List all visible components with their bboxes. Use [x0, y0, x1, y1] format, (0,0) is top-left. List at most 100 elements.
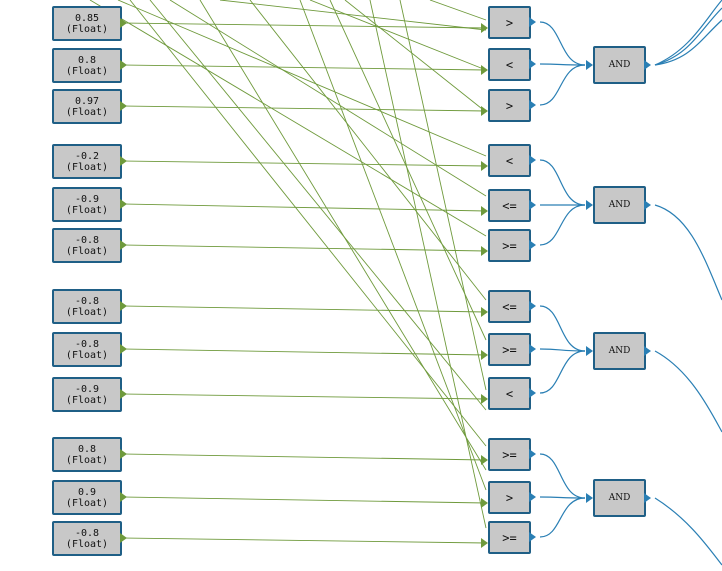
constant-type: (Float) [65, 245, 109, 257]
constant-node[interactable]: -0.8(Float) [52, 228, 127, 263]
comparator-node[interactable]: < [481, 377, 536, 410]
comparator-operator: < [505, 386, 514, 401]
input-wire [219, 0, 487, 31]
output-port[interactable] [529, 17, 536, 27]
output-port[interactable] [529, 449, 536, 459]
output-port[interactable] [120, 60, 127, 70]
comparator-node[interactable]: > [481, 6, 536, 39]
value-wire [123, 496, 487, 504]
output-port[interactable] [120, 492, 127, 502]
input-wire [329, 0, 487, 341]
constant-node[interactable]: 0.97(Float) [52, 89, 127, 124]
constant-value: 0.97 [74, 95, 100, 107]
output-port[interactable] [120, 344, 127, 354]
constant-node[interactable]: 0.8(Float) [52, 48, 127, 83]
output-port[interactable] [529, 388, 536, 398]
comparator-wire [539, 63, 586, 66]
comparator-operator: < [505, 153, 514, 168]
input-port[interactable] [481, 161, 488, 171]
input-port[interactable] [481, 394, 488, 404]
constant-type: (Float) [65, 497, 109, 509]
input-port[interactable] [586, 60, 593, 70]
output-port[interactable] [529, 240, 536, 250]
comparator-node[interactable]: < [481, 48, 536, 81]
output-port[interactable] [529, 59, 536, 69]
input-port[interactable] [481, 65, 488, 75]
value-wire [123, 105, 487, 112]
constant-value: -0.8 [74, 527, 100, 539]
output-port[interactable] [529, 200, 536, 210]
input-port[interactable] [481, 455, 488, 465]
comparator-wire [539, 204, 586, 246]
constant-node[interactable]: -0.8(Float) [52, 289, 127, 324]
input-port[interactable] [586, 346, 593, 356]
output-port[interactable] [120, 101, 127, 111]
comparator-node[interactable]: > [481, 481, 536, 514]
output-port[interactable] [529, 492, 536, 502]
constant-node[interactable]: 0.85(Float) [52, 6, 127, 41]
comparator-operator: <= [502, 198, 517, 213]
output-port[interactable] [529, 344, 536, 354]
comparator-operator: >= [502, 530, 517, 545]
output-port[interactable] [120, 199, 127, 209]
input-wire [344, 0, 487, 113]
comparator-node[interactable]: >= [481, 333, 536, 366]
and-gate-node[interactable]: AND [586, 186, 651, 224]
gate-output-wire [654, 204, 722, 301]
input-port[interactable] [481, 23, 488, 33]
comparator-node[interactable]: > [481, 89, 536, 122]
comparator-wire [539, 350, 586, 394]
input-port[interactable] [481, 350, 488, 360]
comparator-operator: > [505, 15, 514, 30]
input-port[interactable] [586, 493, 593, 503]
constant-value: -0.2 [74, 150, 100, 162]
output-port[interactable] [644, 346, 651, 356]
output-port[interactable] [644, 493, 651, 503]
output-port[interactable] [529, 100, 536, 110]
input-port[interactable] [481, 307, 488, 317]
comparator-node[interactable]: <= [481, 189, 536, 222]
constant-node[interactable]: 0.8(Float) [52, 437, 127, 472]
constant-type: (Float) [65, 23, 109, 35]
constant-type: (Float) [65, 454, 109, 466]
value-wire [123, 348, 487, 356]
input-port[interactable] [586, 200, 593, 210]
input-wire [199, 0, 487, 471]
output-port[interactable] [120, 301, 127, 311]
constant-node[interactable]: -0.8(Float) [52, 521, 127, 556]
output-port[interactable] [120, 389, 127, 399]
input-port[interactable] [481, 246, 488, 256]
comparator-wire [539, 64, 586, 106]
and-gate-node[interactable]: AND [586, 479, 651, 517]
constant-node[interactable]: -0.9(Float) [52, 377, 127, 412]
output-port[interactable] [644, 60, 651, 70]
output-port[interactable] [120, 533, 127, 543]
output-port[interactable] [120, 18, 127, 28]
output-port[interactable] [529, 301, 536, 311]
constant-node[interactable]: -0.2(Float) [52, 144, 127, 179]
output-port[interactable] [120, 156, 127, 166]
output-port[interactable] [120, 449, 127, 459]
input-port[interactable] [481, 538, 488, 548]
comparator-node[interactable]: >= [481, 229, 536, 262]
output-port[interactable] [120, 240, 127, 250]
constant-node[interactable]: -0.9(Float) [52, 187, 127, 222]
output-port[interactable] [644, 200, 651, 210]
and-gate-node[interactable]: AND [586, 46, 651, 84]
input-port[interactable] [481, 106, 488, 116]
output-port[interactable] [529, 155, 536, 165]
constant-node[interactable]: 0.9(Float) [52, 480, 127, 515]
comparator-node[interactable]: < [481, 144, 536, 177]
comparator-node[interactable]: <= [481, 290, 536, 323]
output-port[interactable] [529, 532, 536, 542]
comparator-operator: > [505, 98, 514, 113]
input-port[interactable] [481, 206, 488, 216]
input-port[interactable] [481, 498, 488, 508]
comparator-node[interactable]: >= [481, 438, 536, 471]
constant-value: 0.85 [74, 12, 100, 24]
comparator-node[interactable]: >= [481, 521, 536, 554]
and-gate-node[interactable]: AND [586, 332, 651, 370]
constant-type: (Float) [65, 204, 109, 216]
constant-type: (Float) [65, 538, 109, 550]
constant-node[interactable]: -0.8(Float) [52, 332, 127, 367]
